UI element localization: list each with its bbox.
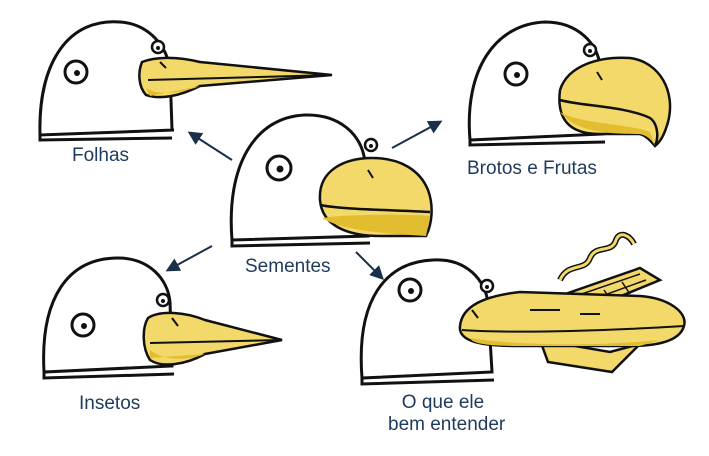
arrow-to-insects bbox=[165, 245, 213, 272]
label-buds-fruits: Brotos e Frutas bbox=[467, 158, 597, 179]
arrow-to-multitool bbox=[355, 251, 384, 280]
bird-head-seeds bbox=[229, 113, 433, 248]
bird-head-buds-fruits bbox=[467, 20, 672, 148]
label-leaves: Folhas bbox=[72, 145, 130, 166]
label-whatever-line2: bem entender bbox=[388, 414, 506, 435]
arrow-to-buds-fruits bbox=[391, 120, 443, 149]
label-seeds: Sementes bbox=[245, 256, 331, 277]
label-insects: Insetos bbox=[79, 393, 141, 414]
label-whatever-line1: O que ele bbox=[401, 392, 485, 413]
bird-head-leaves bbox=[38, 20, 333, 142]
bird-head-insects bbox=[42, 256, 283, 380]
label-whatever: O que ele bem entender bbox=[388, 392, 506, 436]
arrow-to-leaves bbox=[187, 131, 233, 161]
bird-head-multitool bbox=[359, 231, 686, 386]
